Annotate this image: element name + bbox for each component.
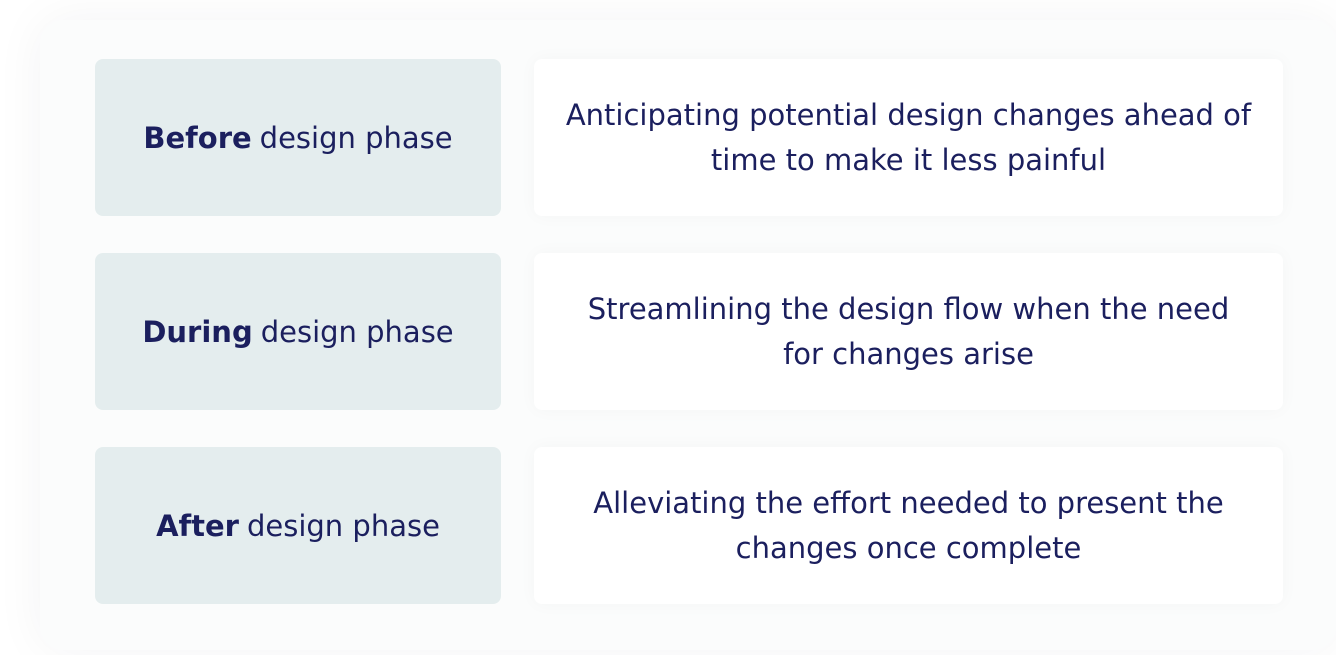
phase-description: Alleviating the effort needed to present…: [593, 485, 1224, 565]
phase-name: Before: [143, 120, 252, 155]
phase-description: Anticipating potential design changes ah…: [565, 97, 1252, 177]
phase-description-box: Streamlining the design flow when the ne…: [534, 253, 1283, 410]
phase-name: After: [156, 508, 239, 543]
phase-suffix: design phase: [260, 314, 454, 349]
phase-name: During: [142, 314, 253, 349]
phase-description: Streamlining the design flow when the ne…: [587, 291, 1230, 371]
phase-suffix: design phase: [246, 508, 440, 543]
phase-description-box: Anticipating potential design changes ah…: [534, 59, 1283, 216]
phase-suffix: design phase: [259, 120, 453, 155]
phase-description-box: Alleviating the effort needed to present…: [534, 447, 1283, 604]
